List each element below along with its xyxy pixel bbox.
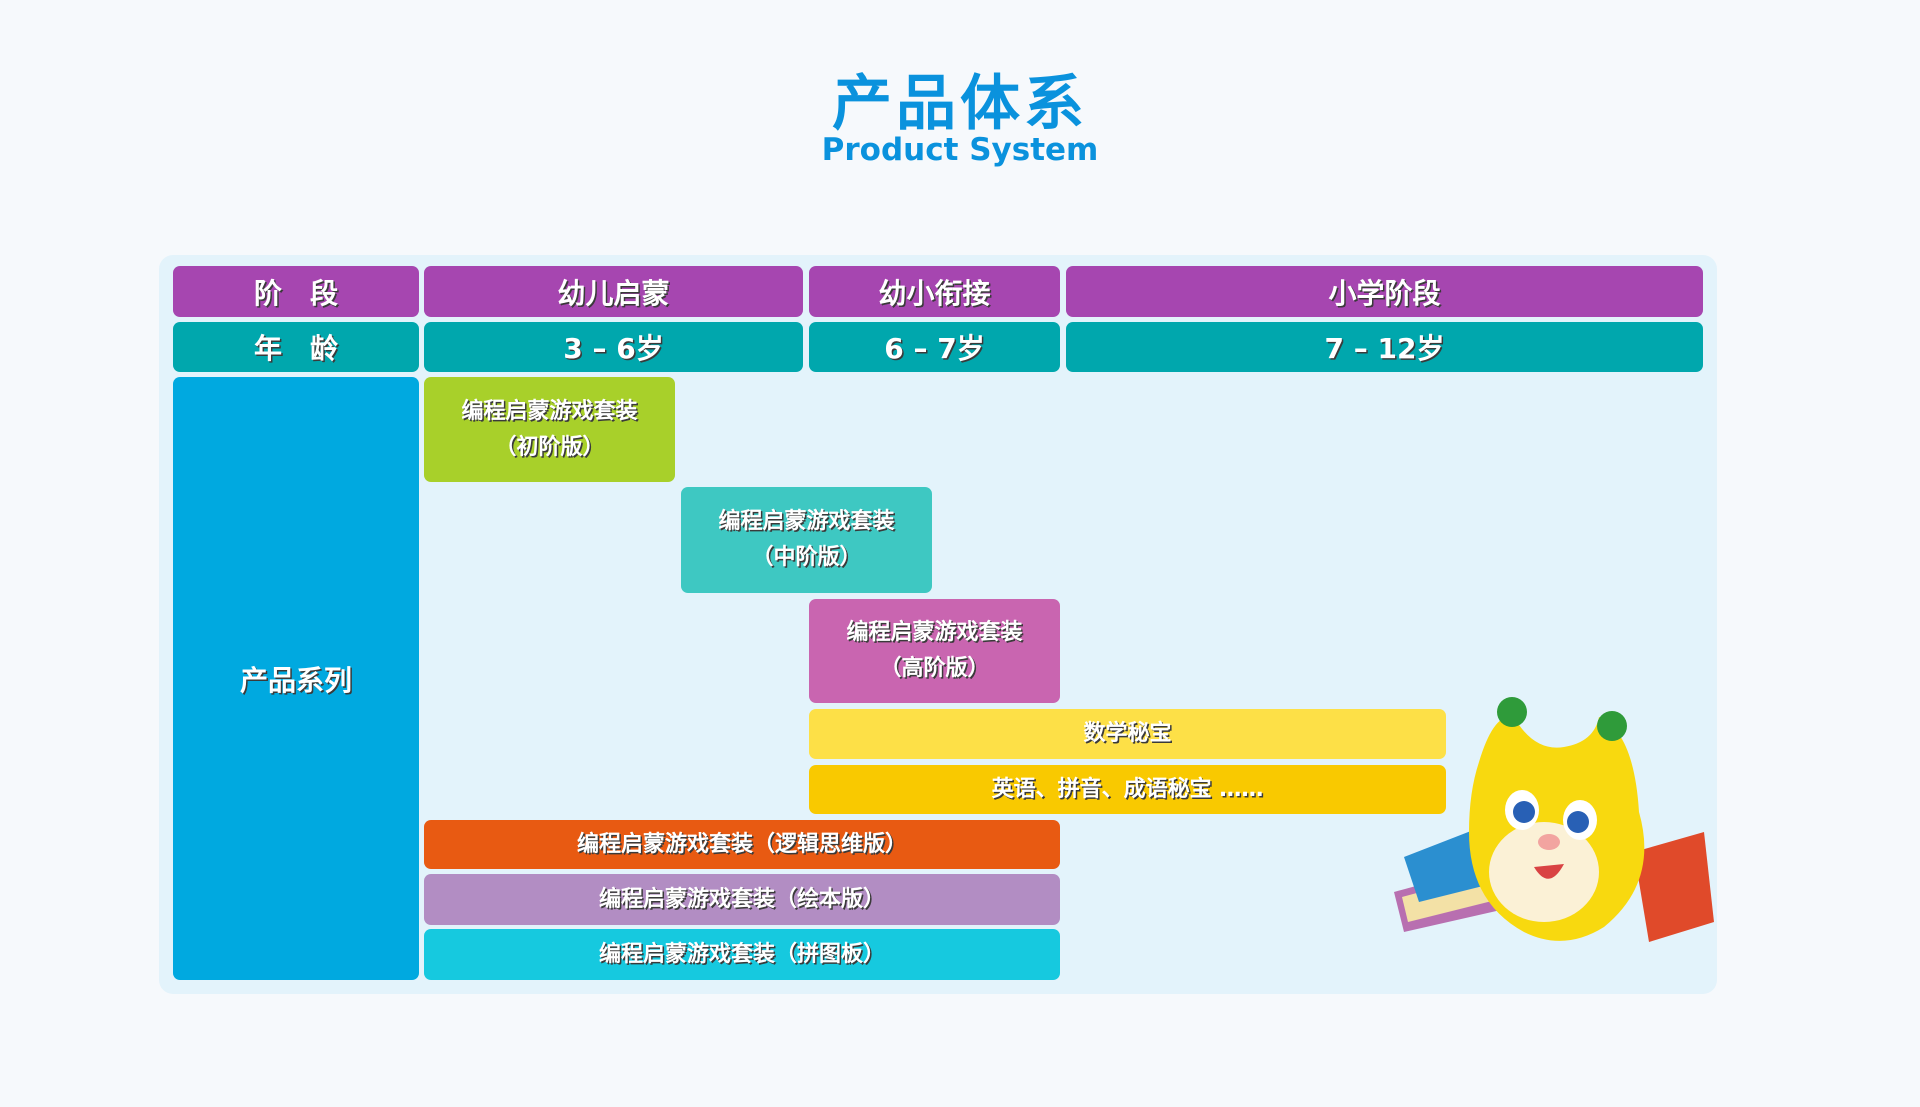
- stage-primary: 小学阶段: [1066, 266, 1703, 317]
- age-7-12: 7 – 12岁: [1066, 322, 1703, 372]
- product-advanced: 编程启蒙游戏套装 （高阶版）: [809, 599, 1060, 703]
- age-3-6: 3 – 6岁: [424, 322, 803, 372]
- page-subtitle: Product System: [821, 132, 1099, 168]
- product-logic: 编程启蒙游戏套装（逻辑思维版）: [424, 820, 1060, 869]
- product-puzzle: 编程启蒙游戏套装（拼图板）: [424, 929, 1060, 980]
- product-name: 编程启蒙游戏套装: [846, 620, 1023, 645]
- product-name: 编程启蒙游戏套装: [718, 509, 895, 534]
- product-picturebook: 编程启蒙游戏套装（绘本版）: [424, 874, 1060, 925]
- stage-preschool: 幼儿启蒙: [424, 266, 803, 317]
- stage-transition: 幼小衔接: [809, 266, 1060, 317]
- product-beginner: 编程启蒙游戏套装 （初阶版）: [424, 377, 675, 482]
- mascot-illustration: [1394, 697, 1714, 942]
- stage-label: 阶 段: [173, 266, 419, 317]
- product-language: 英语、拼音、成语秘宝 ……: [809, 765, 1446, 814]
- product-edition: （中阶版）: [751, 545, 862, 570]
- product-name: 编程启蒙游戏套装: [461, 398, 638, 424]
- product-edition: （高阶版）: [879, 656, 990, 681]
- age-label: 年 龄: [173, 322, 419, 372]
- product-edition: （初阶版）: [494, 434, 605, 460]
- product-math: 数学秘宝: [809, 709, 1446, 759]
- page-title: 产品体系: [832, 69, 1088, 139]
- mascot-icon: [1469, 697, 1645, 941]
- product-intermediate: 编程启蒙游戏套装 （中阶版）: [681, 487, 932, 593]
- age-6-7: 6 – 7岁: [809, 322, 1060, 372]
- series-label: 产品系列: [173, 377, 419, 980]
